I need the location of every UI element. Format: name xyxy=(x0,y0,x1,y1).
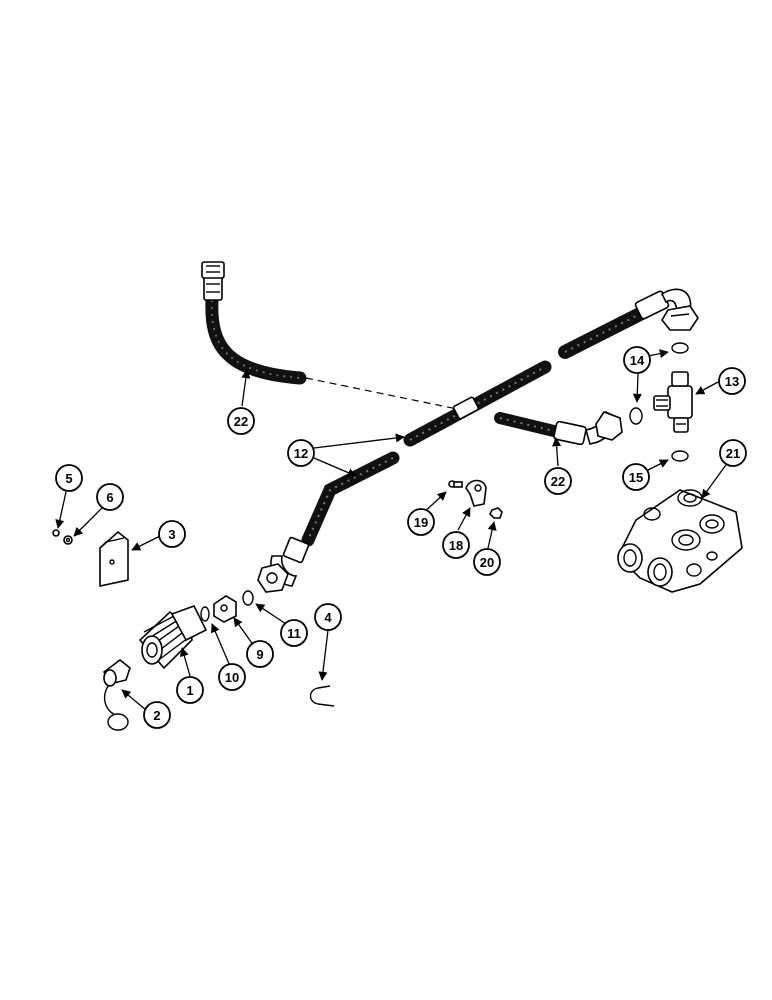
clamp-18 xyxy=(465,479,487,507)
hose-assembly-22-left xyxy=(201,261,307,385)
svg-text:20: 20 xyxy=(480,555,494,570)
callout-2: 2 xyxy=(143,701,171,729)
svg-text:18: 18 xyxy=(449,538,463,553)
washer-10 xyxy=(200,606,210,622)
callout-9: 9 xyxy=(246,640,274,668)
svg-text:3: 3 xyxy=(168,527,175,542)
callout-11: 11 xyxy=(280,619,308,647)
callout-5: 5 xyxy=(55,464,83,492)
screw-19 xyxy=(448,480,463,488)
screw-5 xyxy=(52,529,60,537)
o-ring-14 xyxy=(671,342,689,354)
dust-cap-2 xyxy=(102,658,131,731)
o-ring-11 xyxy=(242,590,254,606)
callout-1: 1 xyxy=(176,676,204,704)
callout-15: 15 xyxy=(622,463,650,491)
svg-text:6: 6 xyxy=(106,490,113,505)
o-ring-15 xyxy=(671,450,689,462)
svg-text:22: 22 xyxy=(234,414,248,429)
callout-21: 21 xyxy=(719,439,747,467)
svg-text:2: 2 xyxy=(153,708,160,723)
svg-text:15: 15 xyxy=(629,470,643,485)
callout-20: 20 xyxy=(473,548,501,576)
leader-lines xyxy=(55,349,729,711)
svg-text:14: 14 xyxy=(630,353,645,368)
svg-text:5: 5 xyxy=(65,471,72,486)
routing-dashed-line xyxy=(305,377,463,411)
svg-text:10: 10 xyxy=(225,670,239,685)
u-clip-4 xyxy=(309,685,335,707)
tee-fitting-13 xyxy=(653,371,693,433)
hose-assembly-12 xyxy=(257,360,552,593)
quick-coupler-1 xyxy=(138,605,208,670)
valve-block-21 xyxy=(617,489,743,593)
callout-4: 4 xyxy=(314,603,342,631)
callout-19: 19 xyxy=(407,508,435,536)
svg-text:1: 1 xyxy=(186,683,193,698)
callout-14: 14 xyxy=(623,346,651,374)
callout-13: 13 xyxy=(718,367,746,395)
callout-3: 3 xyxy=(158,520,186,548)
nut-20 xyxy=(489,507,503,519)
svg-text:9: 9 xyxy=(256,647,263,662)
svg-text:13: 13 xyxy=(725,374,739,389)
svg-text:19: 19 xyxy=(414,515,428,530)
callout-6: 6 xyxy=(96,483,124,511)
callout-22-lower: 22 xyxy=(544,467,572,495)
callout-18: 18 xyxy=(442,531,470,559)
svg-text:11: 11 xyxy=(287,626,301,641)
callout-12: 12 xyxy=(287,439,315,467)
svg-text:4: 4 xyxy=(324,610,332,625)
callout-10: 10 xyxy=(218,663,246,691)
svg-text:12: 12 xyxy=(294,446,308,461)
svg-text:21: 21 xyxy=(726,446,740,461)
bracket-3 xyxy=(99,530,129,587)
hose-assembly-22-upper-right xyxy=(558,288,699,359)
adapter-9 xyxy=(213,595,237,623)
hose-assembly-22-middle xyxy=(494,410,623,446)
washer-6 xyxy=(63,535,73,545)
o-ring-14-lower xyxy=(629,407,643,425)
callout-22-upper: 22 xyxy=(227,407,255,435)
svg-text:22: 22 xyxy=(551,474,565,489)
